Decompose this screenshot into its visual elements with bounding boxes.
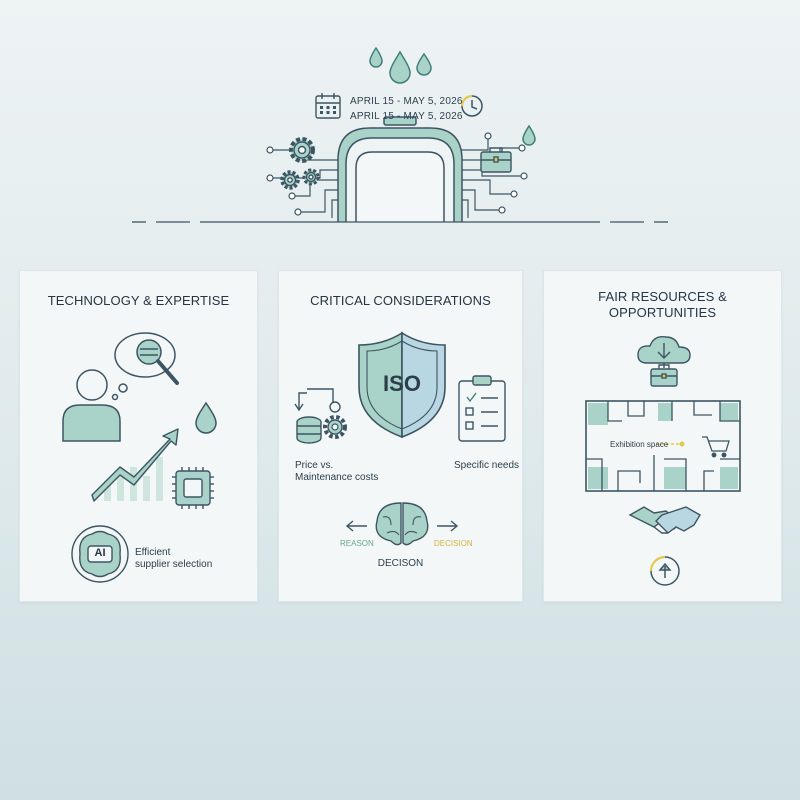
iso-label: ISO [383, 371, 421, 396]
shopping-cart-icon [702, 436, 730, 458]
person-icon [62, 369, 121, 442]
date-range-line-2: APRIL 15 - MAY 5, 2026 [350, 111, 463, 122]
supplier-label-line-2: supplier selection [135, 559, 213, 570]
card-title-line-1: FAIR RESOURCES & [598, 289, 727, 304]
cloud-download-icon [637, 336, 691, 368]
brain-icon [375, 502, 429, 546]
technology-card: TECHNOLOGY & EXPERTISE [19, 270, 258, 602]
briefcase-icon [480, 147, 512, 173]
header-illustration: APRIL 15 - MAY 5, 2026 APRIL 15 - MAY 5,… [0, 0, 800, 240]
circuit-icon [272, 138, 522, 218]
decision-label: DECISON [377, 558, 424, 569]
shield-icon [358, 331, 446, 439]
price-label-line-1: Price vs. [295, 460, 334, 471]
ai-badge-label: AI [94, 547, 106, 559]
exhibition-space-label: Exhibition space [610, 440, 669, 449]
clock-icon [460, 94, 483, 117]
checklist-icon [458, 375, 506, 442]
card-title: TECHNOLOGY & EXPERTISE [47, 293, 230, 308]
supplier-label-line-1: Efficient [135, 547, 171, 558]
reason-label: REASON [340, 539, 374, 548]
gear-icon [323, 401, 347, 439]
briefcase-icon [650, 364, 678, 387]
card-title-line-2: OPPORTUNITIES [608, 305, 717, 320]
card-title: CRITICAL CONSIDERATIONS [310, 293, 491, 308]
upload-cycle-icon [649, 555, 680, 586]
arrow-left-icon [345, 520, 367, 532]
floor-plan-map [585, 400, 741, 492]
ai-brain-icon [71, 525, 129, 583]
search-icon [111, 332, 179, 401]
growth-chart-icon [91, 428, 179, 502]
central-device [337, 116, 463, 222]
chip-icon [172, 467, 214, 509]
decision-small-label: DECISION [434, 539, 473, 548]
gear-icon [280, 137, 320, 190]
specific-needs-label: Specific needs [454, 460, 520, 471]
handshake-icon [628, 506, 701, 534]
critical-considerations-card: CRITICAL CONSIDERATIONS [278, 270, 523, 602]
database-icon [294, 388, 334, 444]
price-label-line-2: Maintenance costs [295, 472, 379, 483]
calendar-icon [315, 93, 341, 119]
fair-resources-card: FAIR RESOURCES & OPPORTUNITIES [543, 270, 782, 602]
arrow-right-icon [437, 520, 459, 532]
water-drop-icon [195, 401, 217, 434]
water-drop-icon [369, 46, 536, 146]
date-range-line-1: APRIL 15 - MAY 5, 2026 [350, 96, 463, 107]
